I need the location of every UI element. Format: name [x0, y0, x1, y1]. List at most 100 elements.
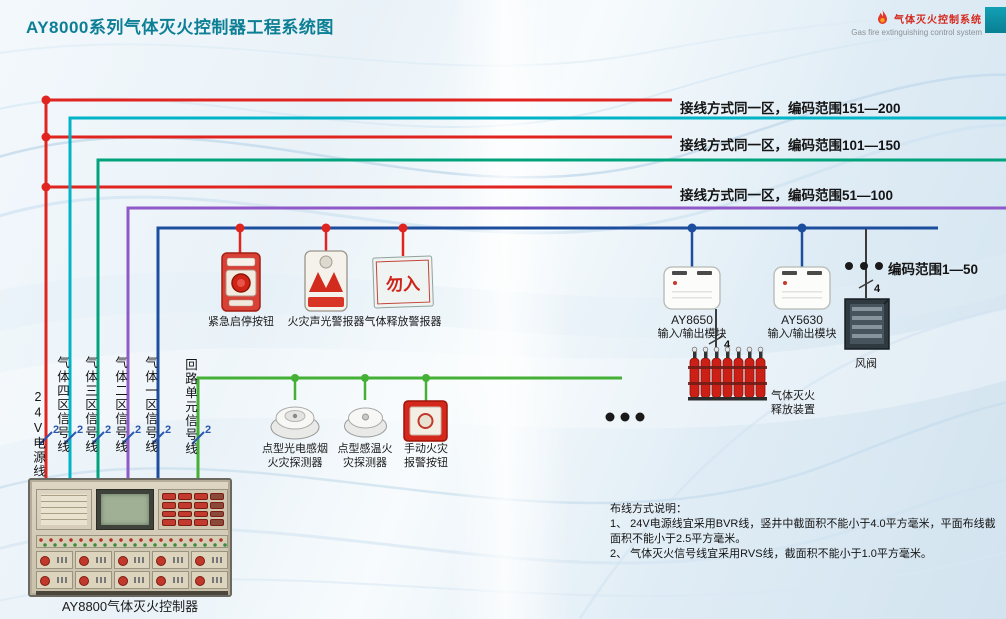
core-tick [191, 431, 205, 445]
gas-release-alarm-graphic: 勿入 [372, 255, 434, 309]
bus-tap-dots [235, 223, 807, 233]
smoke-detector-graphic [270, 406, 320, 440]
zone2-signal-line [126, 206, 1006, 479]
keypad-key [194, 510, 208, 518]
page-title: AY8000系列气体灭火控制器工程系统图 [26, 18, 334, 37]
ellipsis-dot [845, 262, 853, 270]
keypad-key [162, 501, 176, 509]
core-count: 4 [874, 283, 881, 295]
io-module-2-device [773, 266, 831, 310]
core-tick [91, 431, 105, 445]
keypad-key [194, 519, 208, 526]
tap-dot [291, 374, 299, 382]
core-count: 2 [205, 424, 211, 436]
note-line: 2、 气体灭火信号线宜采用RVS线，截面积不能小于1.0平方毫米。 [610, 548, 932, 560]
panel-module-section [113, 571, 151, 589]
brand-block: 气体灭火控制系统 Gas fire extinguishing control … [836, 9, 982, 37]
panel-module-section [74, 571, 112, 589]
core-tick [708, 335, 724, 345]
bus-device-taps [238, 228, 804, 268]
core-tick [151, 431, 165, 445]
swoosh-curve [0, 15, 1006, 67]
core-count: 2 [105, 424, 111, 436]
smoke-detector-device [269, 396, 321, 442]
controller-module-row [36, 551, 228, 569]
gas-cylinder-rack-graphic [688, 346, 767, 401]
controller-bottom-strip [36, 591, 228, 595]
controller-lcd [96, 489, 154, 530]
keypad-key [178, 510, 192, 518]
junction-dot [41, 182, 51, 192]
keypad-key [210, 501, 224, 509]
panel-module-section [191, 551, 228, 569]
keypad-key [194, 501, 208, 509]
bus-continuation-dots [845, 262, 883, 270]
gas-release-alarm-device: 勿入 [371, 253, 435, 311]
swoosh-curve [578, 306, 1006, 619]
wire-label-loop-signal: 回路单元信号线 [183, 358, 197, 456]
junction-dot [41, 132, 51, 142]
loop-tap-dots [291, 374, 430, 382]
controller-keypad [158, 489, 228, 530]
panel-module-section [113, 551, 151, 569]
io-module-graphic [773, 266, 831, 310]
wire-label-zone3-signal: 气体三区信号线 [83, 356, 97, 454]
sound-light-alarm-device [304, 250, 348, 312]
wiring-notes: 布线方式说明： 1、 24V电源线宜采用BVR线，竖井中截面积不能小于4.0平方… [610, 502, 1002, 562]
core-count: 2 [165, 424, 171, 436]
label-damper: 风阀 [855, 358, 877, 370]
ellipsis-dot [620, 412, 630, 422]
core-count: 2 [135, 424, 141, 436]
tap-dot [422, 374, 430, 382]
tap-dot [361, 374, 369, 382]
core-tick [39, 431, 53, 445]
zone3-signal-line [96, 158, 1006, 479]
heat-detector-graphic [344, 407, 387, 438]
panel-module-section [191, 571, 228, 589]
controller-lcd-screen [101, 494, 149, 525]
ellipsis-dot [605, 412, 615, 422]
tap-dot [321, 223, 331, 233]
label-smoke-detector: 点型光电感烟 火灾探测器 [250, 443, 340, 470]
module-model: AY8650 [671, 313, 713, 327]
label-line: 气体灭火 [771, 390, 815, 402]
label-gas-release-alarm: 气体释放警报器 [364, 316, 442, 328]
module-model: AY5630 [781, 313, 823, 327]
label-line: 点型感温火 [337, 443, 393, 455]
zone4-signal-line [68, 116, 1006, 479]
power-bus-group [44, 98, 672, 479]
label-manual-call-point: 手动火灾 报警按钮 [386, 443, 466, 470]
ellipsis-dot [860, 262, 868, 270]
emergency-button-graphic [221, 252, 261, 312]
damper-device [842, 297, 892, 352]
flame-logo-icon [878, 9, 887, 24]
zone1-signal-bus [156, 226, 938, 479]
tap-dot [235, 223, 245, 233]
ellipsis-dot [875, 262, 883, 270]
bus-label-zone4: 接线方式同一区，编码范围151—200 [680, 101, 901, 116]
core-tick [63, 431, 77, 445]
wire-label-zone2-signal: 气体二区信号线 [113, 356, 127, 454]
panel-module-section [152, 551, 190, 569]
label-line: 点型光电感烟 [262, 443, 328, 455]
label-heat-detector: 点型感温火 灾探测器 [325, 443, 405, 470]
ellipsis-dot [635, 412, 645, 422]
io-module-graphic [663, 266, 721, 310]
wire-label-zone1-signal: 气体一区信号线 [143, 356, 157, 454]
label-sound-light-alarm: 火灾声光警报器 [287, 316, 365, 328]
panel-module-section [36, 571, 73, 589]
wire-count-4-markers: 4 4 [708, 279, 881, 351]
damper-graphic [844, 298, 890, 350]
keypad-key [178, 501, 192, 509]
tap-dot [797, 223, 807, 233]
keypad-key [210, 493, 224, 500]
rack-rail [688, 366, 767, 369]
label-line: 火灾探测器 [267, 456, 323, 469]
keypad-key [210, 510, 224, 518]
notes-title: 布线方式说明： [610, 503, 687, 515]
rack-base [688, 397, 767, 401]
bus-label-zone2: 接线方式同一区，编码范围51—100 [680, 188, 894, 203]
io-module-1-device [663, 266, 721, 310]
module-type: 输入/输出模块 [767, 327, 837, 340]
